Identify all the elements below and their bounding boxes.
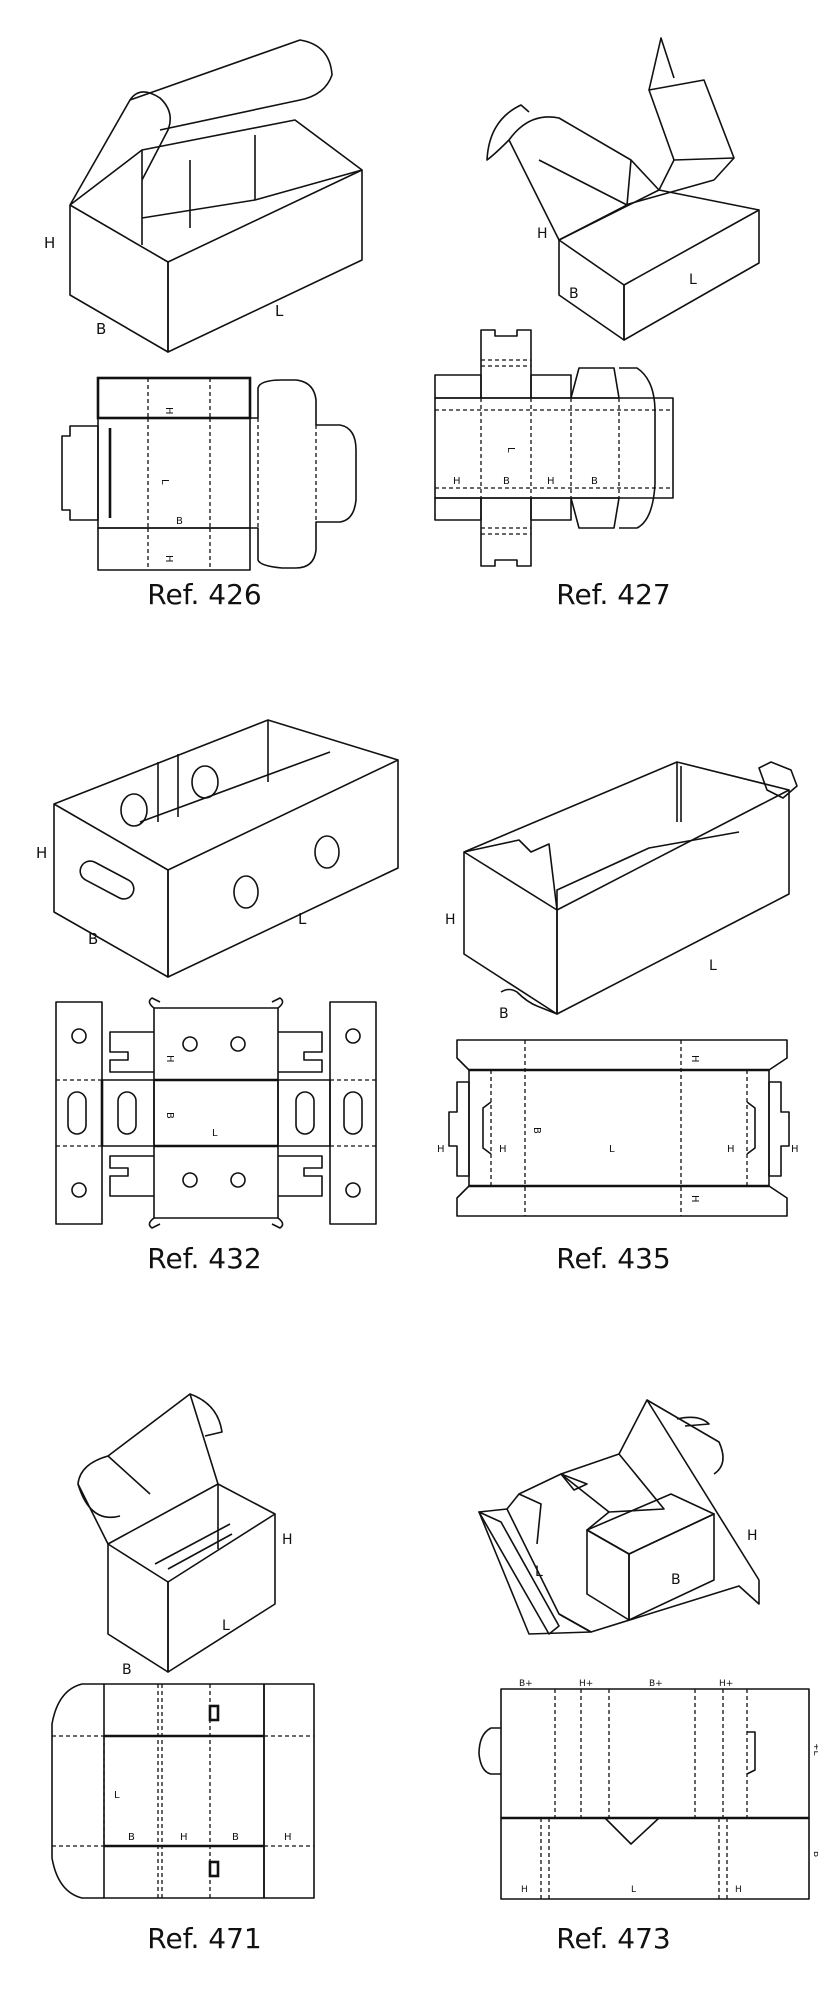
box-427-net-label-l: L bbox=[505, 447, 516, 453]
box-435-net-label-h-l1: H bbox=[437, 1144, 445, 1155]
box-435-net-label-h-r2: H bbox=[791, 1144, 799, 1155]
box-435-label-l: L bbox=[709, 958, 717, 974]
box-473-label-b: B bbox=[671, 1572, 681, 1588]
box-473-label-h: H bbox=[747, 1528, 758, 1544]
box-432-net-label-h: H bbox=[164, 1055, 175, 1063]
box-427-isometric: H B L bbox=[486, 37, 760, 341]
box-427-label-b: B bbox=[569, 286, 579, 302]
box-473-drawing: L B H B+ H+ B+ H+ +L B H bbox=[478, 1399, 818, 1900]
box-427-net-label-b2: B bbox=[591, 476, 598, 487]
box-426-label-h: H bbox=[44, 234, 55, 252]
box-473: L B H B+ H+ B+ H+ +L B H bbox=[409, 1344, 818, 2016]
box-427-drawing: H B L L H bbox=[434, 37, 760, 567]
box-473-net-label-l-side: +L bbox=[811, 1743, 818, 1756]
box-435-net-label-h-top: H bbox=[689, 1055, 700, 1063]
box-426-net-label-l: L bbox=[159, 479, 170, 485]
box-473-label-l: L bbox=[535, 1564, 543, 1580]
ref-caption: Ref. 426 bbox=[147, 578, 262, 611]
box-435-label-h: H bbox=[445, 912, 456, 928]
box-471-net-label-b1: B bbox=[128, 1832, 135, 1843]
box-432-net-label-b: B bbox=[164, 1112, 175, 1119]
box-473-net-label-l-bottom: L bbox=[631, 1885, 636, 1895]
box-473-net-label-b-side: B bbox=[811, 1851, 818, 1857]
box-432-drawing: H B L bbox=[36, 719, 399, 1229]
box-426-drawing: H B L H L B H bbox=[44, 39, 363, 571]
box-473-net-label-h1: H+ bbox=[579, 1679, 593, 1689]
box-426-net-label-h-top: H bbox=[163, 407, 174, 415]
box-471-label-l: L bbox=[222, 1618, 230, 1634]
box-432-net: H B L bbox=[55, 997, 377, 1229]
box-471-label-h: H bbox=[282, 1532, 293, 1548]
box-427-label-h: H bbox=[537, 226, 548, 242]
box-426-label-b: B bbox=[96, 320, 106, 338]
box-426: H B L H L B H Ref. 426 bbox=[0, 0, 409, 672]
box-471-label-b: B bbox=[122, 1662, 132, 1678]
ref-caption: Ref. 471 bbox=[147, 1922, 262, 1955]
box-426-net-label-h-bottom: H bbox=[163, 555, 174, 563]
box-426-label-l: L bbox=[275, 302, 284, 320]
box-427-net-label-b1: B bbox=[503, 476, 510, 487]
box-471-net-label-b2: B bbox=[232, 1832, 239, 1843]
ref-caption: Ref. 427 bbox=[556, 578, 671, 611]
box-432-isometric: H B L bbox=[36, 719, 399, 978]
box-471-net: L B H B H bbox=[51, 1683, 315, 1899]
box-471-isometric: H B L bbox=[77, 1393, 293, 1678]
box-435-net-label-h-r1: H bbox=[727, 1144, 735, 1155]
box-427: H B L L H bbox=[409, 0, 818, 672]
box-471-net-label-l: L bbox=[114, 1790, 120, 1801]
box-473-net: B+ H+ B+ H+ +L B H L H bbox=[478, 1679, 818, 1900]
box-471-net-label-h2: H bbox=[284, 1832, 292, 1843]
box-432-net-label-l: L bbox=[212, 1128, 218, 1139]
ref-caption: Ref. 432 bbox=[147, 1242, 262, 1275]
box-432-label-l: L bbox=[298, 910, 307, 928]
box-471-drawing: H B L L B H B H bbox=[51, 1393, 315, 1899]
box-435-net-label-h-bottom: H bbox=[689, 1195, 700, 1203]
box-432-drawing-435: H B L H B H H L H H H bbox=[437, 761, 799, 1217]
box-435-net-label-b: B bbox=[531, 1127, 542, 1134]
box-427-net: L H B H B bbox=[434, 329, 674, 567]
box-473-net-label-b2: B+ bbox=[649, 1679, 663, 1689]
box-435-net-label-l: L bbox=[609, 1144, 615, 1155]
box-432: H B L bbox=[0, 672, 409, 1344]
ref-caption: Ref. 435 bbox=[556, 1242, 671, 1275]
ref-caption: Ref. 473 bbox=[556, 1922, 671, 1955]
box-473-net-label-h-bottom2: H bbox=[735, 1885, 742, 1895]
box-426-net: H L B H bbox=[61, 376, 357, 571]
box-473-net-label-h2: H+ bbox=[719, 1679, 733, 1689]
box-432-label-h: H bbox=[36, 844, 47, 862]
box-435-net: H B H H L H H H bbox=[437, 1039, 799, 1217]
box-426-net-label-b: B bbox=[176, 516, 183, 527]
box-435-isometric: H B L bbox=[445, 761, 798, 1022]
box-473-isometric: L B H bbox=[478, 1399, 760, 1635]
box-427-net-label-h2: H bbox=[547, 476, 555, 487]
box-435: H B L H B H H L H H H Ref. 43 bbox=[409, 672, 818, 1344]
box-473-net-label-b1: B+ bbox=[519, 1679, 533, 1689]
box-427-label-l: L bbox=[689, 272, 697, 288]
box-435-net-label-h-l2: H bbox=[499, 1144, 507, 1155]
box-471-net-label-h1: H bbox=[180, 1832, 188, 1843]
box-473-net-label-h-bottom1: H bbox=[521, 1885, 528, 1895]
box-471: H B L L B H B H bbox=[0, 1344, 409, 2016]
box-432-label-b: B bbox=[88, 930, 98, 948]
box-427-net-label-h1: H bbox=[453, 476, 461, 487]
box-435-label-b: B bbox=[499, 1006, 509, 1022]
box-426-isometric: H B L bbox=[44, 39, 363, 353]
